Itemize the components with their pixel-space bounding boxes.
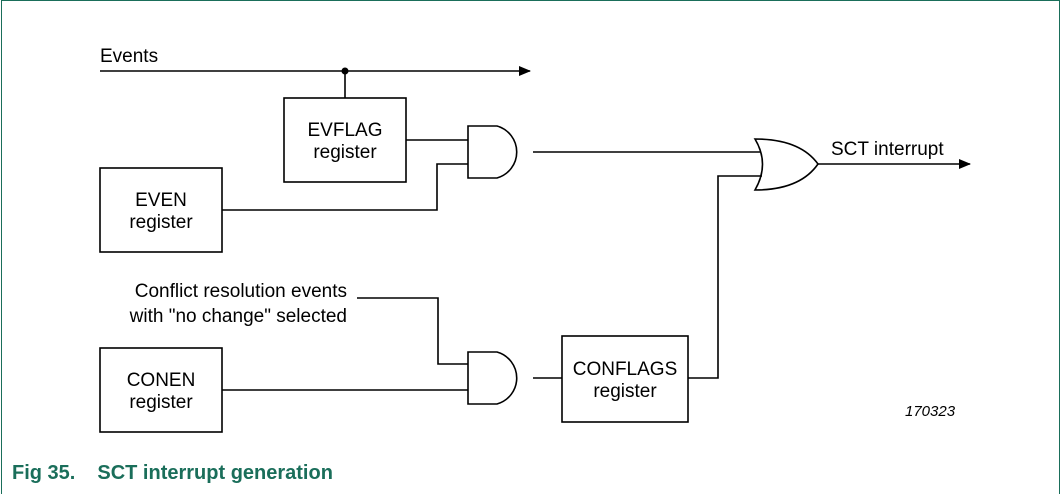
conflags-label: CONFLAGS bbox=[573, 359, 678, 380]
evflag-register-box bbox=[283, 97, 407, 183]
and-gate-conflict bbox=[467, 351, 518, 405]
conen-register-box bbox=[99, 347, 223, 433]
events-label: Events bbox=[100, 46, 158, 67]
conflags-to-or-wire bbox=[688, 175, 762, 379]
figure-caption: Fig 35. SCT interrupt generation bbox=[12, 462, 333, 485]
conflags-register-box bbox=[561, 335, 689, 423]
even-sublabel: register bbox=[129, 212, 193, 233]
figure-title: SCT interrupt generation bbox=[97, 462, 333, 484]
evflag-label: EVFLAG bbox=[308, 120, 383, 141]
and-gate-events bbox=[467, 125, 518, 179]
even-label: EVEN bbox=[135, 190, 187, 211]
conen-sublabel: register bbox=[129, 392, 193, 413]
even-to-and-wire bbox=[222, 163, 468, 211]
conflags-sublabel: register bbox=[593, 381, 657, 402]
figure-id: 170323 bbox=[905, 403, 956, 420]
figure-number: Fig 35. bbox=[12, 462, 76, 484]
evflag-sublabel: register bbox=[313, 142, 377, 163]
sct-interrupt-label: SCT interrupt bbox=[831, 139, 944, 160]
conflict-to-and-wire bbox=[357, 297, 468, 365]
conen-label: CONEN bbox=[127, 370, 196, 391]
or-gate bbox=[753, 138, 819, 191]
conflict-label-line2: with "no change" selected bbox=[129, 306, 347, 327]
conflict-label-line1: Conflict resolution events bbox=[135, 281, 347, 302]
